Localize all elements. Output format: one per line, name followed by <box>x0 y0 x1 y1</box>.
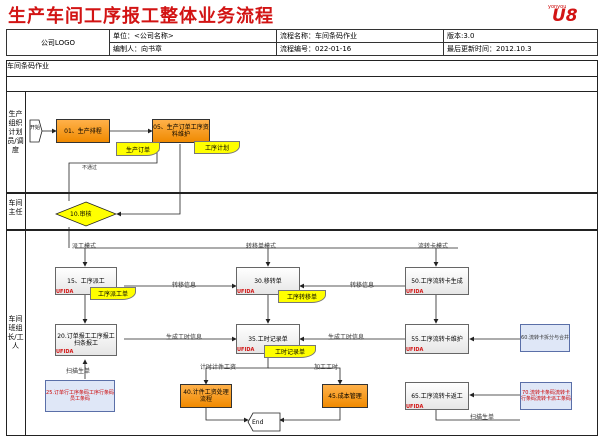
end-node <box>247 412 281 432</box>
process-45-cost: 45.成本管理 <box>322 384 368 408</box>
lane-workers <box>6 230 598 436</box>
ufida-tag: UFIDA <box>237 289 255 295</box>
lane-label-planner: 生产组织计划员/调度 <box>7 110 24 154</box>
start-node <box>29 119 43 143</box>
doc-transfer-order: 工序转移单 <box>278 290 326 303</box>
updated-cell: 最后更新时间：2012.10.3 <box>443 42 598 56</box>
label-transfer-mode: 转移单模式 <box>246 243 277 250</box>
doc-production-order: 生产订单 <box>116 142 160 156</box>
decision-10-label: 10.审核 <box>70 211 92 218</box>
lane-label-divider <box>25 91 26 436</box>
process-25-barcodes: 25.订单行工序条码工序行条码员工条码 <box>45 380 115 412</box>
flow-no-cell: 流程编号：022-01-16 <box>276 42 444 56</box>
lane-label-director: 车间主任 <box>8 199 23 216</box>
ufida-tag: UFIDA <box>56 289 74 295</box>
label-transfer-info-left: 转移信息 <box>172 282 197 289</box>
start-label: 开始 <box>30 125 41 131</box>
section-title: 车间条码作业 <box>7 62 49 70</box>
process-70-card-barcodes: 70.流转卡条码流转卡行条码流转卡派工条码 <box>520 382 572 410</box>
ufida-tag: UFIDA <box>406 347 424 353</box>
page-title: 生产车间工序报工整体业务流程 <box>8 6 274 27</box>
doc-timesheet: 工时记录单 <box>264 345 316 358</box>
lane-planner <box>6 91 598 193</box>
label-gen-time-left: 生成工时信息 <box>166 334 203 341</box>
label-transfer-info-right: 转移信息 <box>350 282 375 289</box>
doc-process-plan: 工序计划 <box>194 141 240 154</box>
label-dispatch-mode: 派工模式 <box>72 243 97 250</box>
ufida-tag: UFIDA <box>406 404 424 410</box>
ufida-tag: UFIDA <box>406 289 424 295</box>
label-add-time: 加工工时 <box>314 364 339 371</box>
process-30-transfer: 30.移转单 <box>236 267 300 295</box>
process-65-card-rework: 65.工序流转卡返工 <box>405 382 469 410</box>
u8-wordmark: U8 <box>552 6 578 26</box>
end-label: End <box>252 419 264 426</box>
process-60-card-split: 60.流转卡拆分与合并 <box>520 324 570 352</box>
label-piece-wage: 计时计件工资 <box>200 364 237 371</box>
ufida-tag: UFIDA <box>56 349 74 355</box>
label-not-pass: 不通过 <box>82 165 98 171</box>
section-divider <box>6 76 598 77</box>
header-table: 公司LOGO 单位：<公司名称> 流程名称：车间条码作业 版本:3.0 编制人：… <box>6 29 598 56</box>
process-50-card-generate: 50.工序流转卡生成 <box>405 267 469 295</box>
process-40-piece-wage: 40.计件工资处理流程 <box>180 384 232 408</box>
process-20-report: 20.订单报工工序报工扫条报工 <box>55 324 117 356</box>
yonyou-wordmark: yonyou <box>548 4 567 10</box>
u8-logo: yonyou U8 <box>548 4 598 28</box>
ufida-tag: UFIDA <box>237 347 255 353</box>
label-scan-left: 扫描生单 <box>66 368 91 375</box>
lane-director <box>6 193 598 230</box>
company-logo-cell: 公司LOGO <box>6 29 110 56</box>
label-scan-right: 扫描生单 <box>470 414 495 421</box>
process-01-scheduling: 01、生产排程 <box>56 119 110 143</box>
doc-dispatch-order: 工序派工单 <box>90 287 136 300</box>
process-55-card-maintain: 55.工序流转卡维护 <box>405 324 469 354</box>
lane-label-workers: 车间班组长/工人 <box>7 315 24 350</box>
process-05-order-maintenance: 05、生产订单工序资料维护 <box>152 119 210 143</box>
label-card-mode: 流转卡模式 <box>418 243 449 250</box>
process-15-dispatch: 15、工序派工 <box>55 267 117 295</box>
label-gen-time-right: 生成工时信息 <box>328 334 365 341</box>
decision-10-approve <box>55 201 117 227</box>
